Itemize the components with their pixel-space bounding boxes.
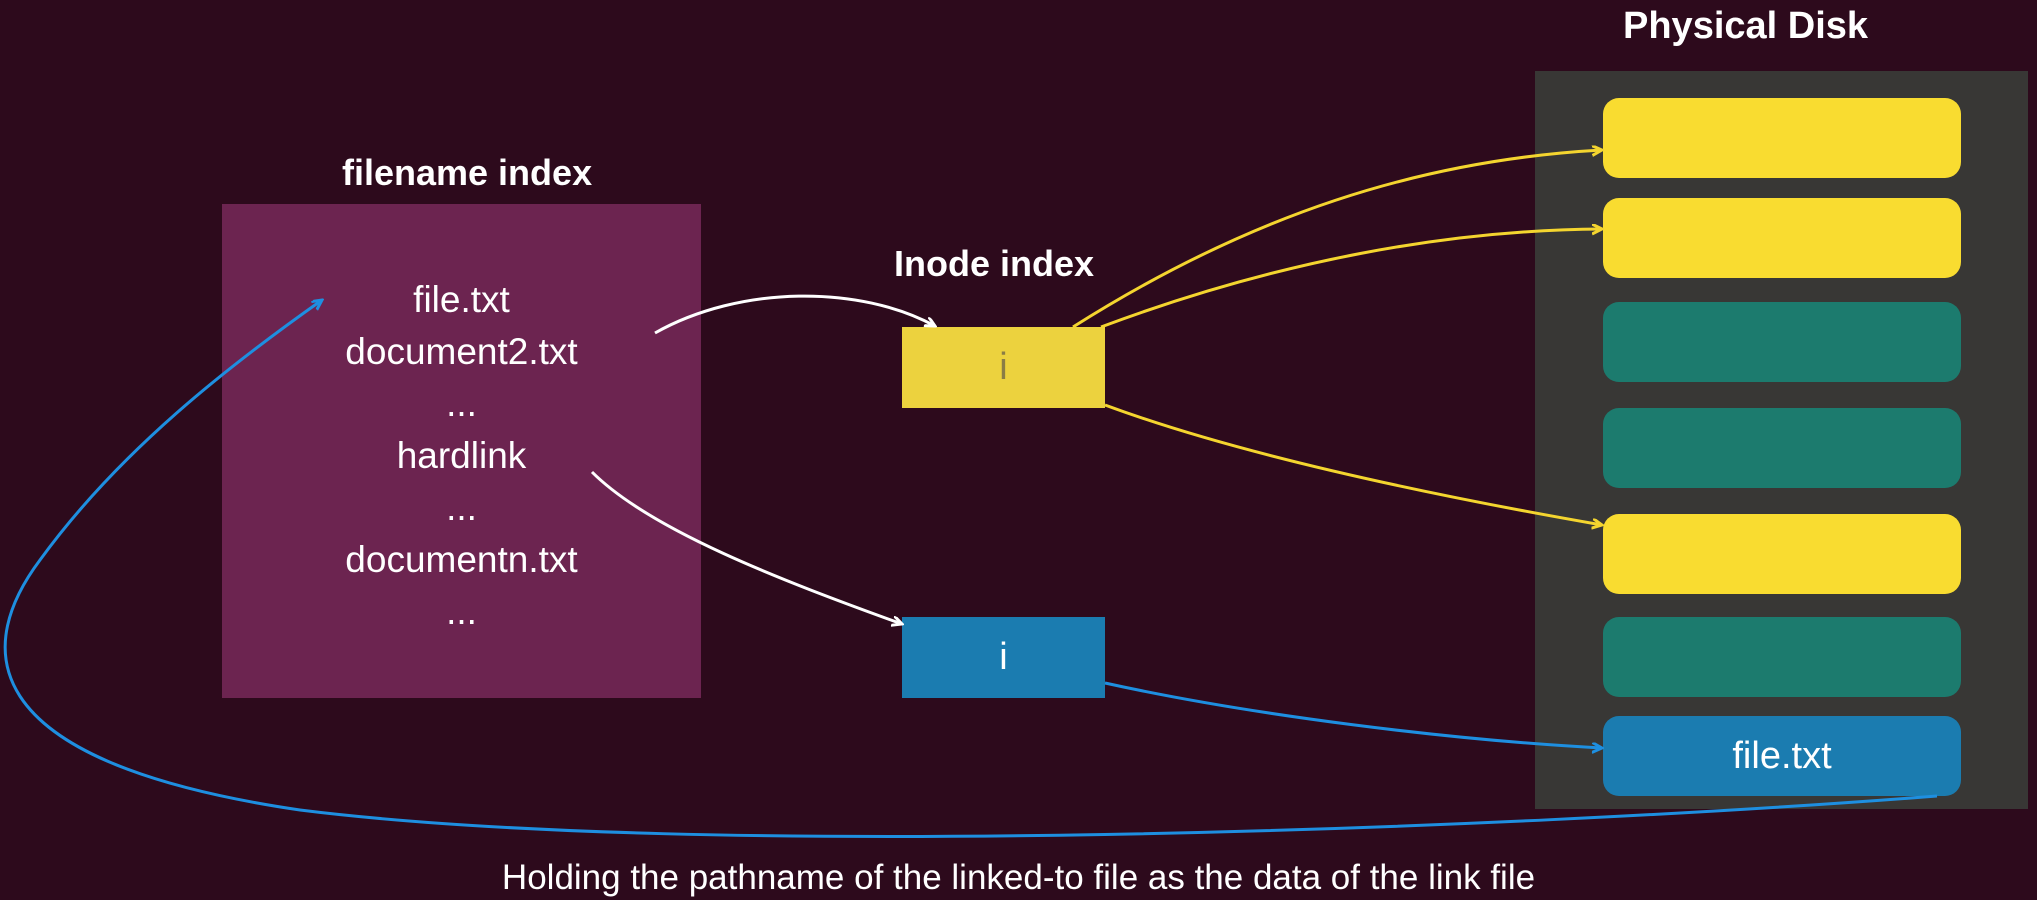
arrow-inode-to-block-1 bbox=[1072, 150, 1602, 329]
inode-hardlink: i bbox=[902, 617, 1105, 698]
filename-entry: hardlink bbox=[396, 435, 527, 476]
arrow-inode-to-block-5 bbox=[1104, 403, 1602, 525]
arrow-file-block-to-filename bbox=[3, 300, 1938, 839]
physical-disk-title: Physical Disk bbox=[1623, 5, 1869, 47]
arrow-filename-to-inode bbox=[654, 294, 935, 335]
filename-entry: ... bbox=[446, 487, 477, 528]
filename-index-title: filename index bbox=[342, 152, 593, 193]
disk-block bbox=[1603, 198, 1961, 278]
filename-entry: document2.txt bbox=[345, 331, 578, 372]
disk-block bbox=[1603, 617, 1961, 697]
filename-entry: documentn.txt bbox=[345, 539, 578, 580]
disk-block bbox=[1603, 408, 1961, 488]
filename-entry: ... bbox=[446, 591, 477, 632]
disk-block bbox=[1603, 98, 1961, 178]
disk-block-file-txt: file.txt bbox=[1603, 716, 1961, 796]
filename-index-panel: file.txt document2.txt ... hardlink ... … bbox=[222, 204, 701, 698]
arrow-hardlink-to-inode bbox=[590, 470, 902, 624]
disk-block bbox=[1603, 514, 1961, 594]
arrow-inode-to-file-block bbox=[1104, 681, 1602, 748]
inode-file: i bbox=[902, 327, 1105, 408]
filename-entry: file.txt bbox=[413, 279, 510, 320]
caption: Holding the pathname of the linked-to fi… bbox=[501, 858, 1536, 897]
filename-entry: ... bbox=[446, 383, 477, 424]
filename-list: file.txt document2.txt ... hardlink ... … bbox=[222, 274, 701, 638]
physical-disk-panel: file.txt bbox=[1535, 71, 2028, 809]
inode-index-title: Inode index bbox=[894, 243, 1095, 284]
disk-block bbox=[1603, 302, 1961, 382]
arrow-inode-to-block-2 bbox=[1100, 229, 1602, 329]
